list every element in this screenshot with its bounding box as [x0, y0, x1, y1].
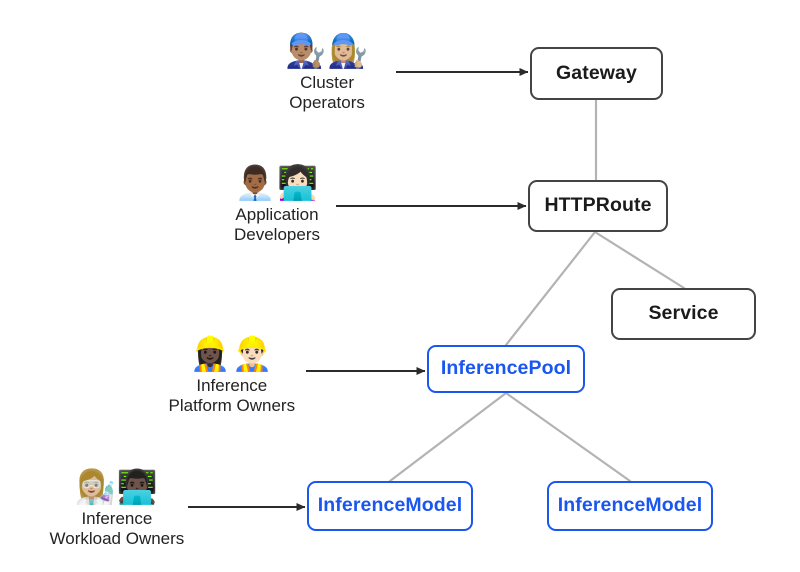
persona-label-line1: Application	[235, 204, 319, 224]
node-httproute: HTTPRoute	[528, 180, 668, 232]
node-inferencemodel-left: InferenceModel	[307, 481, 473, 531]
connector-httproute-to-inferencepool	[504, 230, 597, 347]
connector-inferencepool-to-model-left	[388, 391, 508, 483]
persona-label-line2: Platform Owners	[168, 396, 296, 416]
construction-worker-woman-icon-and-construction-worker-man-icon: 👷🏿‍♀️👷🏻‍♂️	[189, 334, 274, 373]
node-label: InferencePool	[440, 357, 572, 380]
node-label: Service	[648, 302, 719, 325]
node-label: InferenceModel	[557, 494, 703, 517]
connector-httproute-to-service	[593, 230, 686, 290]
node-gateway: Gateway	[530, 47, 663, 100]
mechanic-man-icon-and-mechanic-woman-icon: 👨🏽‍🔧👩🏼‍🔧	[285, 31, 370, 70]
scientist-woman-icon-and-technologist-man-icon: 👩🏼‍🔬👨🏿‍💻	[74, 467, 159, 506]
node-inferencemodel-right: InferenceModel	[547, 481, 713, 531]
persona-label-line2: Operators	[289, 93, 365, 113]
persona-label-line2: Developers	[234, 225, 320, 245]
persona-arrows	[188, 68, 529, 511]
node-label: HTTPRoute	[544, 194, 652, 217]
node-inferencepool: InferencePool	[427, 345, 585, 393]
node-label: Gateway	[556, 61, 637, 84]
connector-inferencepool-to-model-right	[504, 391, 632, 483]
persona-label-line1: Cluster	[300, 72, 355, 92]
node-service: Service	[611, 288, 756, 340]
office-worker-icon-and-technologist-woman-icon: 👨🏾‍💼👩🏻‍💻	[234, 163, 320, 202]
persona-label-line1: Inference	[81, 508, 153, 528]
persona-label-line2: Workload Owners	[49, 529, 185, 549]
persona-label-line1: Inference	[196, 375, 268, 395]
node-label: InferenceModel	[317, 494, 463, 517]
